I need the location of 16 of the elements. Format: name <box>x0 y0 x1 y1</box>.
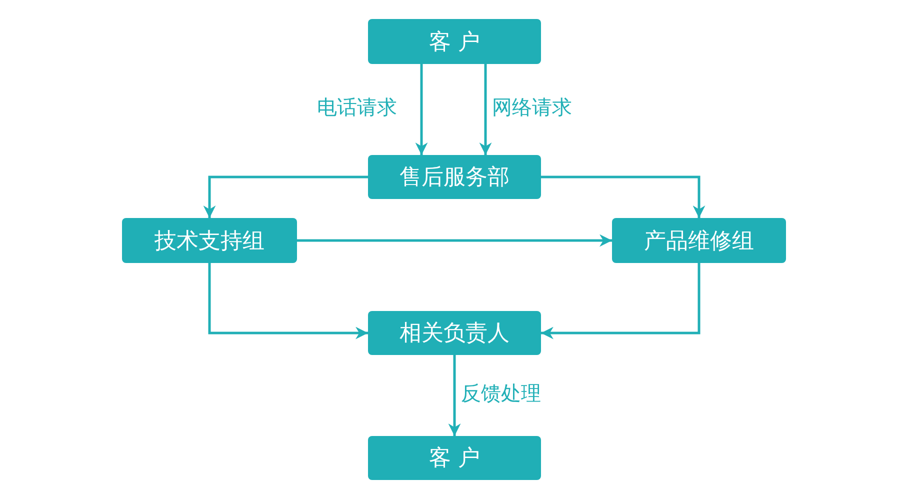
arrow <box>448 355 461 436</box>
edge-label: 电话请求 <box>315 95 399 119</box>
arrow <box>415 64 428 155</box>
process-box: 技术支持组 <box>122 218 297 263</box>
process-box: 售后服务部 <box>368 155 541 199</box>
arrow <box>208 263 368 340</box>
process-box: 相关负责人 <box>368 311 541 355</box>
process-box: 产品维修组 <box>612 218 786 263</box>
arrow <box>203 176 368 218</box>
arrow <box>297 234 612 247</box>
arrow <box>479 64 492 155</box>
arrow <box>541 263 700 340</box>
process-box: 客 户 <box>368 19 541 64</box>
process-box: 客 户 <box>368 436 541 480</box>
edge-label: 反馈处理 <box>459 381 543 405</box>
arrow <box>541 176 706 218</box>
